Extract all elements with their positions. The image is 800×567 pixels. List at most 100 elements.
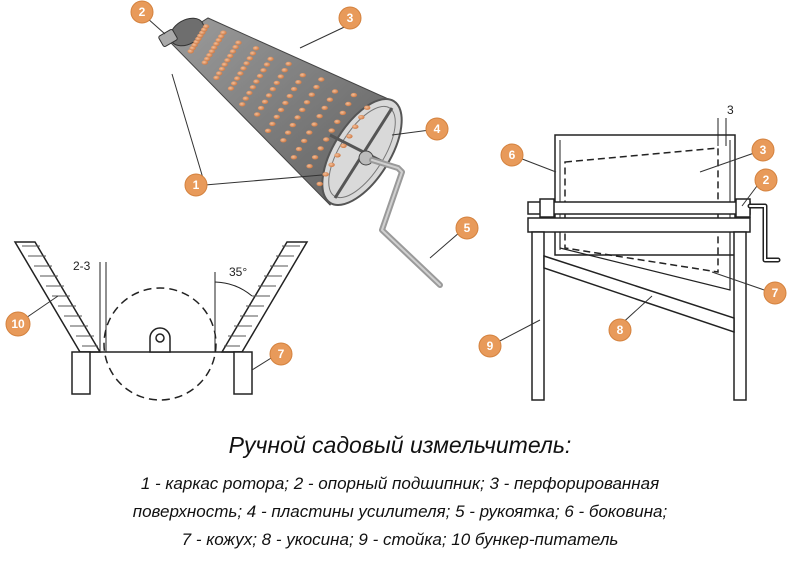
perforation-hole bbox=[273, 80, 280, 86]
perforation-hole bbox=[232, 44, 239, 50]
callout-side-2: 2 bbox=[754, 168, 778, 192]
perforation-hole bbox=[202, 24, 210, 29]
perforation-hole bbox=[256, 73, 264, 79]
leg-left bbox=[531, 231, 545, 401]
perforation-hole bbox=[229, 49, 237, 54]
perforation-hole bbox=[213, 75, 220, 81]
perforation-hole bbox=[206, 53, 213, 58]
perforation-hole bbox=[364, 105, 371, 110]
perforation-hole bbox=[208, 49, 215, 54]
svg-text:1: 1 bbox=[193, 178, 200, 192]
perforation-hole bbox=[285, 61, 292, 67]
perforation-hole bbox=[216, 71, 223, 76]
perforation-hole bbox=[313, 84, 320, 90]
perforation-hole bbox=[340, 143, 347, 148]
perforation-hole bbox=[334, 119, 341, 125]
caption-line-2: поверхность; 4 - пластины усилителя; 5 -… bbox=[132, 502, 668, 521]
casing-right bbox=[233, 351, 253, 395]
callout-side-9: 9 bbox=[478, 334, 502, 358]
perforation-hole bbox=[306, 130, 313, 135]
perforation-hole bbox=[350, 92, 358, 98]
callout-side-7: 7 bbox=[763, 281, 787, 305]
perforation-hole bbox=[318, 77, 325, 82]
perforation-hole bbox=[210, 45, 218, 50]
perforation-hole bbox=[243, 61, 250, 66]
svg-text:3: 3 bbox=[347, 11, 354, 25]
perforation-hole bbox=[269, 121, 276, 127]
callout-rotor-5: 5 bbox=[455, 216, 479, 240]
dim-gap-top: 3 bbox=[727, 103, 734, 117]
perforation-hole bbox=[263, 62, 271, 67]
perforation-hole bbox=[213, 41, 220, 47]
caption-line-3: 7 - кожух; 8 - укосина; 9 - стойка; 10 б… bbox=[181, 530, 619, 549]
handle-crank bbox=[369, 157, 443, 288]
rotor-drawing bbox=[158, 17, 443, 288]
perforation-hole bbox=[240, 66, 247, 71]
perforation-hole bbox=[265, 93, 273, 98]
perforation-hole bbox=[322, 172, 329, 177]
drum-circle bbox=[103, 287, 217, 401]
perforation-hole bbox=[277, 74, 284, 79]
perforation-hole bbox=[227, 53, 234, 59]
perforation-hole bbox=[261, 99, 269, 105]
svg-text:5: 5 bbox=[464, 221, 471, 235]
perforation-holes bbox=[187, 24, 371, 187]
perforation-hole bbox=[345, 101, 352, 107]
perforation-hole bbox=[281, 68, 288, 73]
front-view-drawing bbox=[13, 241, 309, 401]
perforation-hole bbox=[295, 80, 302, 85]
perforation-hole bbox=[306, 164, 313, 169]
drum-hidden-outline bbox=[564, 147, 719, 273]
perforation-hole bbox=[286, 93, 293, 99]
perforation-hole bbox=[253, 79, 260, 84]
perforation-hole bbox=[308, 92, 315, 97]
perforation-hole bbox=[289, 122, 296, 128]
perforation-hole bbox=[218, 66, 226, 72]
perforation-hole bbox=[252, 46, 260, 51]
perforation-hole bbox=[284, 130, 292, 135]
perforation-hole bbox=[257, 105, 265, 111]
perforation-hole bbox=[230, 81, 238, 86]
callout-rotor-4: 4 bbox=[425, 117, 449, 141]
perforation-hole bbox=[277, 107, 285, 113]
perforation-hole bbox=[201, 60, 208, 65]
callout-side-3: 3 bbox=[751, 138, 775, 162]
perforation-hole bbox=[203, 56, 211, 62]
perforation-hole bbox=[323, 137, 330, 142]
perforation-hole bbox=[334, 153, 341, 158]
svg-text:2: 2 bbox=[763, 173, 770, 187]
side-panel bbox=[554, 134, 736, 256]
perforation-hole bbox=[331, 89, 339, 94]
perforation-hole bbox=[328, 162, 335, 167]
perforation-hole bbox=[339, 110, 346, 116]
svg-text:7: 7 bbox=[278, 347, 285, 361]
perforation-hole bbox=[311, 122, 318, 127]
perforation-hole bbox=[290, 86, 298, 92]
perforation-hole bbox=[352, 124, 359, 129]
svg-text:2: 2 bbox=[139, 5, 146, 19]
perforation-hole bbox=[294, 115, 301, 120]
svg-text:6: 6 bbox=[509, 148, 516, 162]
perforation-hole bbox=[254, 112, 261, 117]
perforation-hole bbox=[282, 100, 289, 106]
perforation-hole bbox=[242, 96, 249, 101]
callout-side-8: 8 bbox=[608, 318, 632, 342]
perforation-hole bbox=[260, 68, 267, 73]
perforation-hole bbox=[280, 138, 287, 143]
side-view-drawing bbox=[527, 118, 781, 401]
perforation-hole bbox=[246, 56, 253, 61]
leg-right bbox=[733, 231, 747, 401]
callout-rotor-2: 2 bbox=[130, 0, 154, 24]
svg-text:7: 7 bbox=[772, 286, 779, 300]
perforation-hole bbox=[220, 30, 227, 35]
perforation-hole bbox=[267, 56, 274, 62]
perforation-hole bbox=[311, 155, 319, 160]
callout-front-10: 10 bbox=[5, 311, 31, 337]
perforation-hole bbox=[316, 114, 323, 119]
perforation-hole bbox=[321, 105, 328, 111]
perforation-hole bbox=[299, 107, 306, 113]
perforation-hole bbox=[317, 146, 324, 151]
svg-text:9: 9 bbox=[487, 339, 494, 353]
perforation-hole bbox=[326, 97, 334, 102]
perforation-hole bbox=[249, 85, 257, 90]
